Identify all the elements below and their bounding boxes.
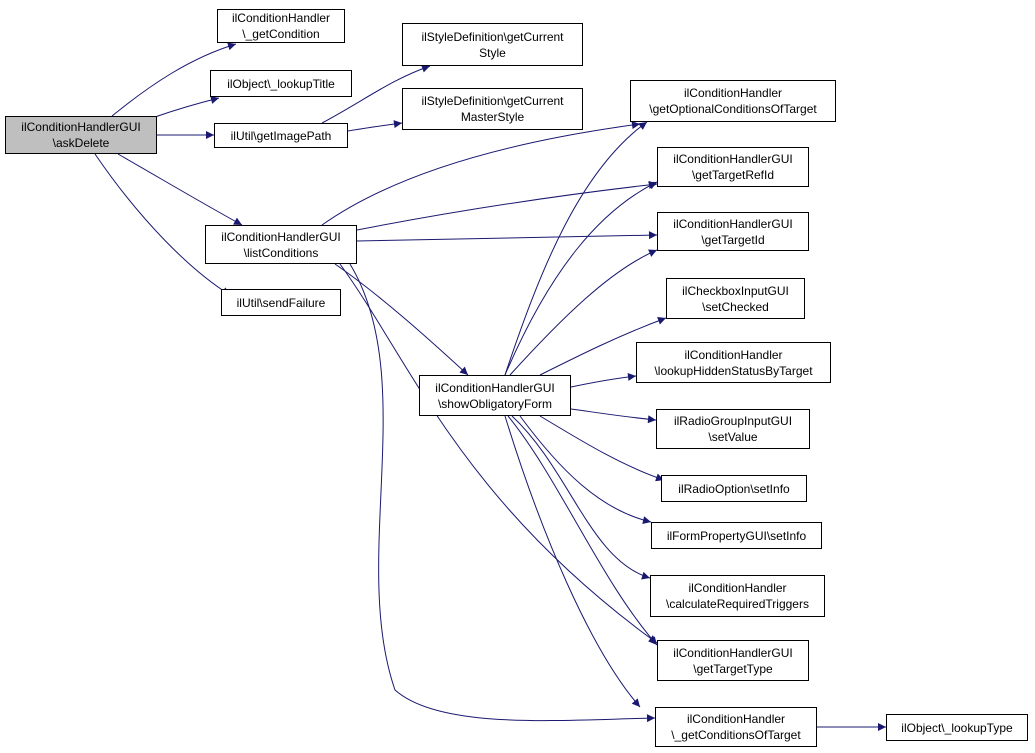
edge-askDelete-to-sendFailure <box>94 153 231 296</box>
node-label-line: \lookupHiddenStatusByTarget <box>654 363 813 378</box>
node-form-set-info[interactable]: ilFormPropertyGUI\setInfo <box>651 522 822 549</box>
call-edges <box>94 42 886 731</box>
node-set-checked[interactable]: ilCheckboxInputGUI\setChecked <box>666 278 805 319</box>
edge-showObligatoryForm-to-setValue <box>570 408 657 424</box>
node-label-line: \getOptionalConditionsOfTarget <box>649 102 817 116</box>
node-get-target-type[interactable]: ilConditionHandlerGUI\getTargetType <box>657 640 809 681</box>
node-lookup-title[interactable]: ilObject\_lookupTitle <box>210 70 352 97</box>
node-calculate-required-triggers[interactable]: ilConditionHandler \calculateRequiredTrig… <box>650 575 825 617</box>
node-label-line: ilObject\_lookupType <box>901 720 1013 735</box>
node-label-line: ilConditionHandler <box>688 581 787 595</box>
node-label-line: \getTargetRefId <box>691 168 775 182</box>
node-radio-set-info[interactable]: ilRadioOption\setInfo <box>661 475 807 502</box>
node-label-line: ilConditionHandler <box>686 712 786 726</box>
edge-showObligatoryForm-to-formSetInfo <box>519 415 652 525</box>
node-label-line: ilUtil\sendFailure <box>236 295 326 310</box>
node-lookup-type[interactable]: ilObject\_lookupType <box>886 714 1028 741</box>
edge-showObligatoryForm-to-getConditionsOfTarget <box>504 415 641 708</box>
node-label-line: ilConditionHandlerGUI <box>221 229 341 244</box>
edge-askDelete-to-listConditions <box>117 153 243 226</box>
node-label-line: \setChecked <box>702 299 769 314</box>
node-label-line: ilConditionHandler <box>683 86 783 100</box>
edge-showObligatoryForm-to-lookupHiddenStatusByTarget <box>570 372 637 388</box>
node-label-line: ilFormPropertyGUI\setInfo <box>666 528 807 543</box>
node-label-line: ilStyleDefinition\getCurrent <box>421 29 564 44</box>
node-label-line: \showObligatoryForm <box>437 396 553 411</box>
node-get-condition[interactable]: ilConditionHandler \_getCondition <box>217 9 345 43</box>
node-label-line: \getTargetId <box>701 232 765 247</box>
node-label-line: ilConditionHandlerGUI <box>673 152 793 166</box>
node-label-line: ilCheckboxInputGUI <box>682 283 789 298</box>
node-send-failure[interactable]: ilUtil\sendFailure <box>221 289 341 316</box>
node-lookup-hidden-status-by-target[interactable]: ilConditionHandler\lookupHiddenStatusByT… <box>636 342 831 383</box>
edge-listConditions-to-showObligatoryForm <box>334 263 469 376</box>
node-list-conditions[interactable]: ilConditionHandlerGUI\listConditions <box>205 225 357 264</box>
node-label-line: ilObject\_lookupTitle <box>227 76 335 91</box>
node-get-conditions-of-target[interactable]: ilConditionHandler \_getConditionsOfTarge… <box>655 707 817 747</box>
edge-showObligatoryForm-to-radioSetInfo <box>539 415 665 482</box>
node-label-line: \_getCondition <box>242 27 320 41</box>
node-label-line: \setValue <box>708 430 758 444</box>
node-show-obligatory-form[interactable]: ilConditionHandlerGUI\showObligatoryForm <box>419 375 571 416</box>
node-get-target-ref-id[interactable]: ilConditionHandlerGUI \getTargetRefId <box>657 147 809 187</box>
node-label-line: Style <box>479 45 506 60</box>
node-label-line: ilConditionHandler <box>684 347 783 362</box>
edge-listConditions-to-getTargetRefId <box>356 180 658 231</box>
edge-showObligatoryForm-to-setChecked <box>539 317 667 376</box>
edge-showObligatoryForm-to-getOptionalConditionsOfTarget <box>504 121 648 376</box>
edge-listConditions-to-getConditionsOfTarget <box>349 263 656 723</box>
node-label-line: \getTargetType <box>693 661 773 676</box>
node-label-line: ilConditionHandlerGUI <box>21 120 141 134</box>
node-label-line: \calculateRequiredTriggers <box>666 597 809 611</box>
node-label-line: ilConditionHandlerGUI <box>673 216 793 231</box>
node-label-line: ilRadioOption\setInfo <box>678 481 790 496</box>
edge-getImagePath-to-getCurrentStyle <box>321 64 431 124</box>
edge-askDelete-to-lookupTitle <box>154 96 220 118</box>
edge-listConditions-to-getTargetType <box>339 263 658 644</box>
node-label-line: ilStyleDefinition\getCurrent <box>421 94 564 108</box>
node-get-target-id[interactable]: ilConditionHandlerGUI\getTargetId <box>657 212 809 251</box>
edge-showObligatoryForm-to-getTargetRefId <box>504 181 658 376</box>
node-set-value[interactable]: ilRadioGroupInputGUI \setValue <box>656 409 810 449</box>
node-label-line: ilConditionHandlerGUI <box>435 380 555 395</box>
node-label-line: \_getConditionsOfTarget <box>671 728 801 742</box>
node-get-image-path[interactable]: ilUtil\getImagePath <box>214 123 348 148</box>
node-label-line: MasterStyle <box>460 110 525 124</box>
edge-askDelete-to-getCondition <box>111 42 237 117</box>
node-ask-delete: ilConditionHandlerGUI \askDelete <box>5 116 157 154</box>
node-label-line: ilConditionHandlerGUI <box>673 645 793 660</box>
edge-listConditions-to-getOptionalConditionsOfTarget <box>321 121 641 226</box>
edge-showObligatoryForm-to-getTargetId <box>509 249 658 376</box>
node-label-line: \listConditions <box>243 245 319 260</box>
node-get-optional-conditions-of-target[interactable]: ilConditionHandler \getOptionalConditions… <box>630 80 836 122</box>
node-label-line: ilRadioGroupInputGUI <box>673 414 793 428</box>
edge-listConditions-to-getTargetId <box>356 231 658 242</box>
node-label-line: ilConditionHandler <box>231 11 331 25</box>
edge-getImagePath-to-getCurrentMasterStyle <box>347 120 403 132</box>
node-label-line: \askDelete <box>52 136 110 150</box>
edge-showObligatoryForm-to-calculateRequiredTriggers <box>511 415 651 580</box>
node-label-line: ilUtil\getImagePath <box>230 128 332 143</box>
edge-showObligatoryForm-to-getTargetType <box>507 415 658 646</box>
